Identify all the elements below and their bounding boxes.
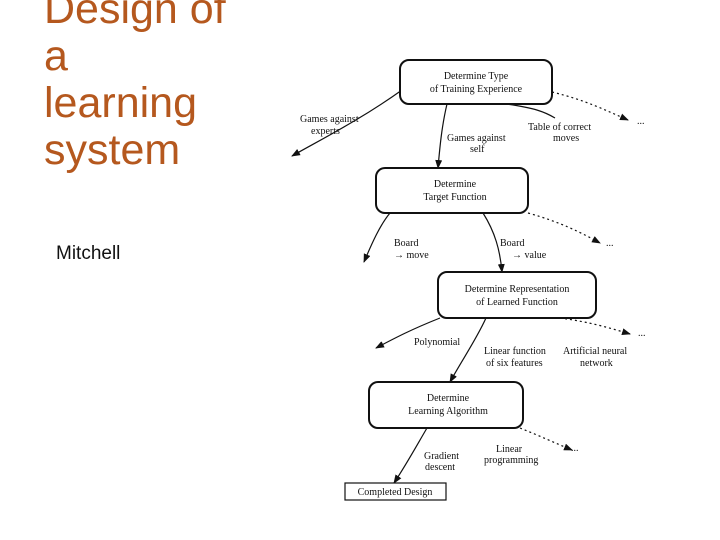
label-table-moves: moves [553, 133, 579, 144]
label-games-self: self [470, 144, 485, 155]
node-training-experience: Determine Type of Training Experience [399, 59, 553, 105]
node-label: Learning Algorithm [408, 406, 488, 417]
edges-level-3 [375, 317, 631, 383]
edge-to-target-function [435, 103, 448, 169]
label-games-self: Games against [447, 133, 506, 144]
label-ellipsis: ... [606, 238, 614, 249]
label-linear-function: of six features [486, 358, 543, 369]
label-board-move: → move [394, 250, 429, 261]
label-board-value: → value [512, 250, 547, 261]
edge-to-more-4 [519, 427, 573, 451]
title-line: learning [44, 79, 197, 127]
label-board-value: Board [500, 238, 524, 249]
node-completed-design: Completed Design [344, 482, 447, 501]
edge-to-board-move [363, 212, 391, 263]
label-linear-programming: programming [484, 455, 538, 466]
title-line: a [44, 32, 68, 80]
node-label: Determine Representation [465, 284, 570, 295]
label-games-experts: Games against [300, 114, 359, 125]
node-label: Completed Design [358, 487, 433, 498]
node-label: of Training Experience [430, 84, 523, 95]
label-linear-function: Linear function [484, 346, 546, 357]
edge-to-experts [291, 89, 403, 157]
node-label: of Learned Function [476, 297, 558, 308]
edge-to-completed [393, 427, 428, 484]
edge-to-more-2 [527, 212, 601, 244]
edge-to-representation [482, 212, 505, 273]
node-label: Determine [434, 179, 477, 190]
edge-to-polynomial [375, 317, 441, 349]
node-label: Determine Type [444, 71, 509, 82]
node-learning-algorithm: Determine Learning Algorithm [368, 381, 524, 429]
label-neural-network: network [580, 358, 613, 369]
label-gradient-descent: Gradient [424, 451, 459, 462]
node-label: Determine [427, 393, 470, 404]
node-target-function: Determine Target Function [375, 167, 529, 214]
edges-level-2 [363, 212, 601, 273]
label-games-experts: experts [311, 126, 340, 137]
bullet-author: Mitchell [56, 243, 121, 264]
edge-to-algorithm [449, 317, 487, 383]
edge-to-more-3 [559, 317, 631, 336]
title-line: Design of [44, 0, 226, 33]
title-line: system [44, 126, 181, 174]
label-linear-programming: Linear [496, 444, 523, 455]
label-ellipsis: ... [637, 116, 645, 127]
label-ellipsis: ... [638, 328, 646, 339]
edge-labels: Games against experts Games against self… [300, 114, 646, 473]
edges-level-4 [393, 427, 573, 484]
label-table-moves: Table of correct [528, 122, 591, 133]
label-ellipsis: ... [571, 443, 579, 454]
slide-title: Design of a learning system [44, 0, 304, 174]
edge-to-more-1 [551, 91, 629, 121]
label-neural-network: Artificial neural [563, 346, 627, 357]
label-polynomial: Polynomial [414, 337, 460, 348]
node-label: Target Function [423, 192, 486, 203]
label-board-move: Board [394, 238, 418, 249]
edge-to-table [505, 103, 556, 119]
label-gradient-descent: descent [425, 462, 455, 473]
node-representation: Determine Representation of Learned Func… [437, 271, 597, 319]
edges-level-1 [291, 89, 629, 169]
